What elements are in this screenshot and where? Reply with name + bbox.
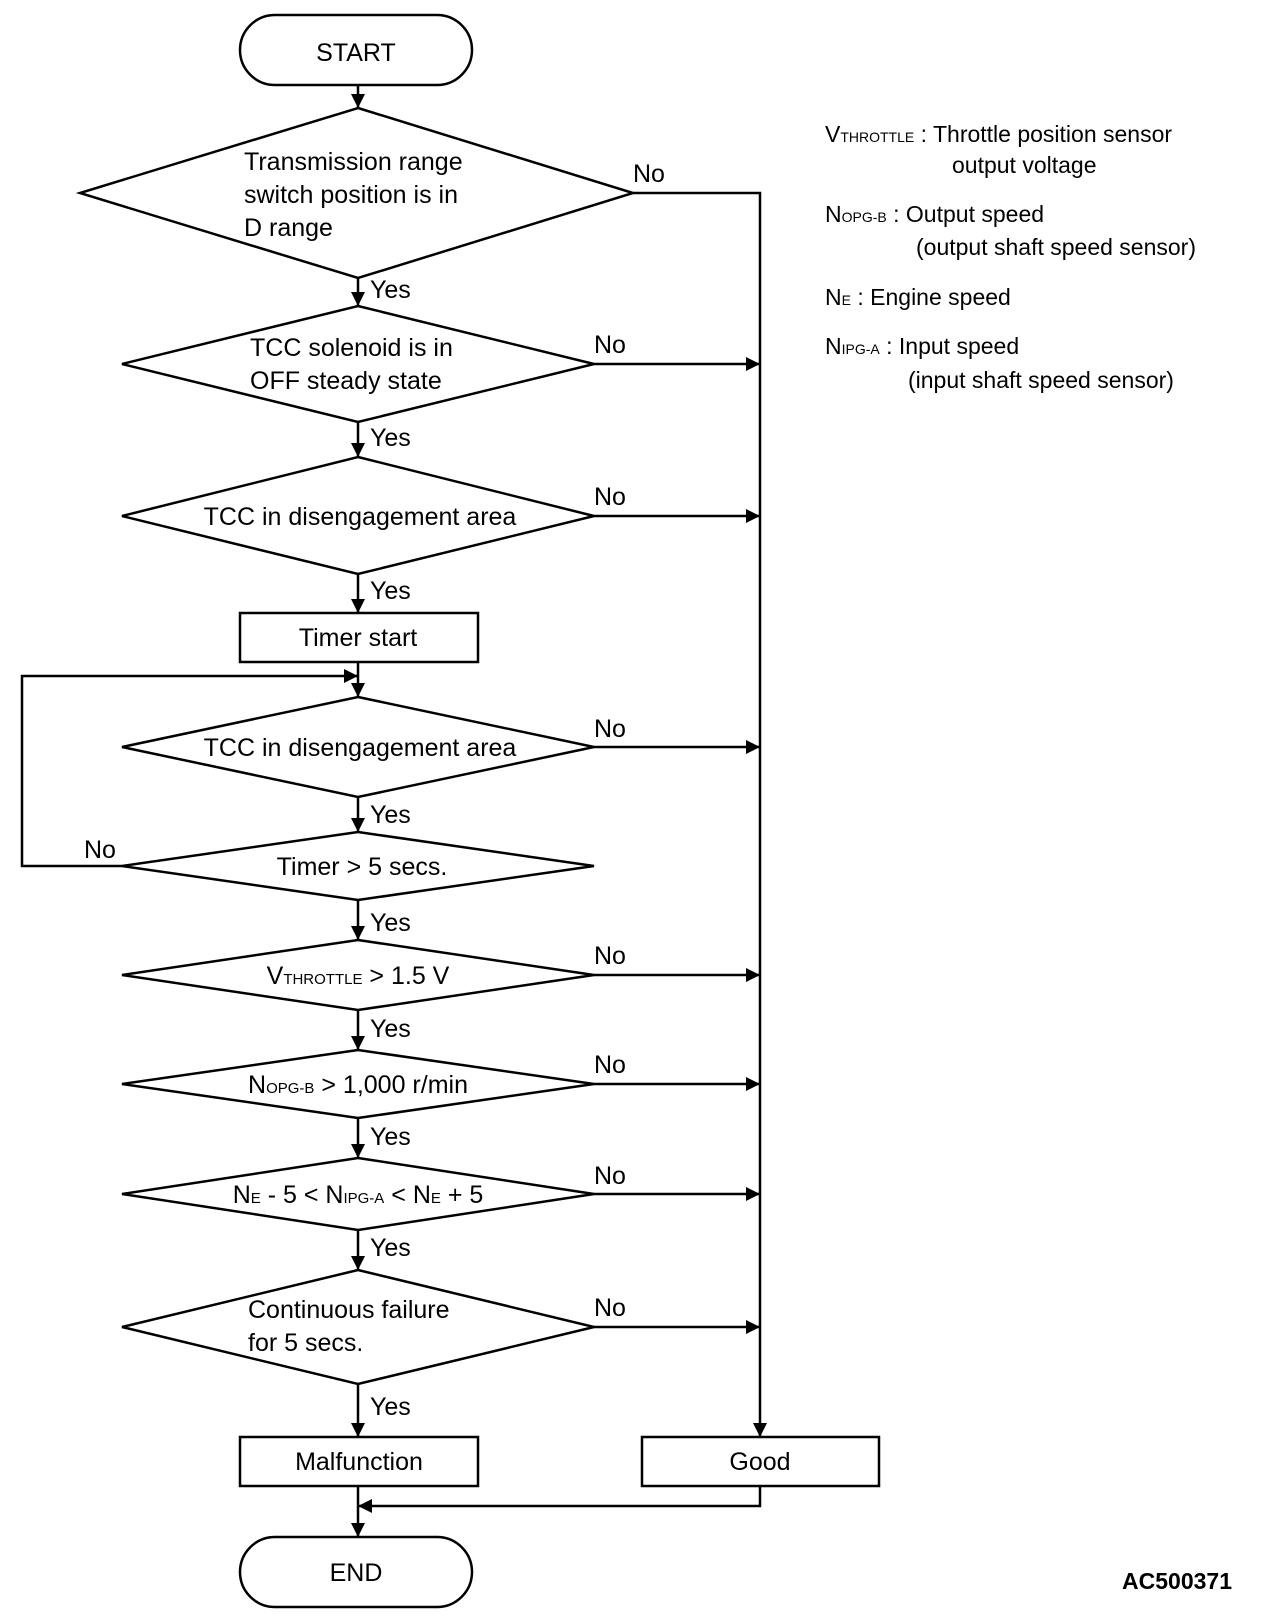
d5-label: Timer > 5 secs. <box>277 853 448 881</box>
legend-vthrottle-desc2: output voltage <box>952 152 1097 178</box>
yes-label-d7: Yes <box>370 1123 411 1151</box>
legend-nopg-desc2: (output shaft speed sensor) <box>916 234 1196 260</box>
d9-line-1: Continuous failure <box>248 1296 450 1324</box>
no-label-d5: No <box>84 836 116 864</box>
d2-line-1: TCC solenoid is in <box>250 334 453 362</box>
legend: VTHROTTLE : Throttle position sensor out… <box>825 121 1196 393</box>
legend-nipg: NIPG-A : Input speed <box>825 333 1019 359</box>
no-label-d2: No <box>594 331 626 359</box>
start-label: START <box>316 39 396 67</box>
yes-label-d6: Yes <box>370 1015 411 1043</box>
yes-label-d1: Yes <box>370 276 411 304</box>
yes-label-d9: Yes <box>370 1393 411 1421</box>
yes-label-d5: Yes <box>370 909 411 937</box>
line-d5-no-loop <box>20 669 358 868</box>
end-terminal <box>238 1535 474 1609</box>
d1-line-2: switch position is in <box>244 181 458 209</box>
d3-label: TCC in disengagement area <box>204 503 517 531</box>
d8-label: NE - 5 < NIPG-A < NE + 5 <box>233 1181 484 1209</box>
d4-label: TCC in disengagement area <box>204 734 517 762</box>
d1-line-3: D range <box>244 214 333 242</box>
no-label-d6: No <box>594 942 626 970</box>
no-label-d8: No <box>594 1162 626 1190</box>
decision-continuous-failure <box>121 1268 595 1386</box>
no-label-d7: No <box>594 1051 626 1079</box>
start-terminal <box>238 13 474 87</box>
d6-label: VTHROTTLE > 1.5 V <box>267 962 450 990</box>
d7-label: NOPG-B > 1,000 r/min <box>248 1071 468 1099</box>
yes-label-d3: Yes <box>370 577 411 605</box>
line-d1-no <box>633 191 767 1437</box>
d9-line-2: for 5 secs. <box>248 1329 363 1357</box>
timer-start-label: Timer start <box>299 624 418 652</box>
legend-vthrottle: VTHROTTLE : Throttle position sensor <box>825 121 1172 147</box>
end-label: END <box>330 1559 383 1587</box>
no-label-d9: No <box>594 1294 626 1322</box>
no-label-d1: No <box>633 160 665 188</box>
legend-nopg: NOPG-B : Output speed <box>825 201 1044 227</box>
d2-line-2: OFF steady state <box>250 367 442 395</box>
good-label: Good <box>729 1448 790 1476</box>
legend-ne: NE : Engine speed <box>825 284 1011 310</box>
yes-label-d8: Yes <box>370 1234 411 1262</box>
legend-nipg-desc2: (input shaft speed sensor) <box>908 367 1174 393</box>
d1-line-1: Transmission range <box>244 148 463 176</box>
figure-code: AC500371 <box>1122 1568 1232 1594</box>
no-label-d3: No <box>594 483 626 511</box>
no-label-d4: No <box>594 715 626 743</box>
yes-label-d2: Yes <box>370 424 411 452</box>
line-good-to-end <box>358 1486 762 1513</box>
yes-label-d4: Yes <box>370 801 411 829</box>
decision-tcc-off-steady <box>121 304 595 424</box>
malfunction-label: Malfunction <box>295 1448 423 1476</box>
